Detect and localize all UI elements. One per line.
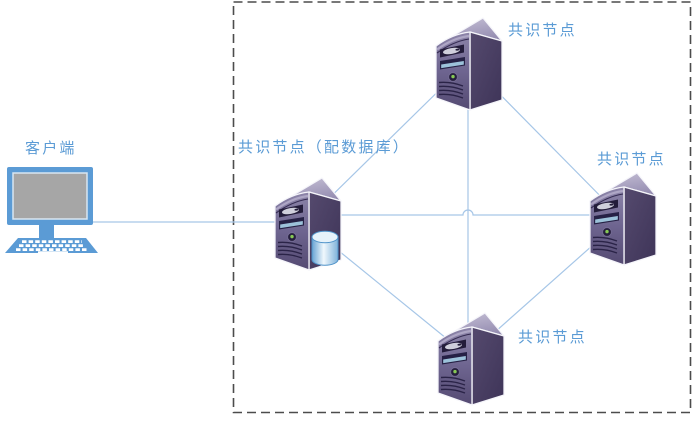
keyboard-keys: [16, 240, 88, 254]
node-right: 共识节点: [588, 151, 666, 267]
connection-left-right: [307, 209, 620, 216]
client-computer-icon: [5, 167, 98, 254]
monitor-screen: [12, 172, 88, 220]
server-icon: [436, 311, 506, 407]
monitor-stand: [39, 225, 54, 238]
node-right-label: 共识节点: [597, 151, 666, 168]
node-top-label: 共识节点: [508, 22, 577, 39]
node-left: 共识节点（配数据库）: [238, 139, 410, 272]
database-icon: [311, 230, 339, 266]
node-left-label: 共识节点（配数据库）: [238, 139, 410, 156]
server-icon: [588, 171, 658, 267]
keyboard-base: [5, 238, 98, 253]
node-bottom-label: 共识节点: [518, 329, 587, 346]
node-top: 共识节点: [434, 16, 577, 112]
server-icon: [434, 16, 504, 112]
connection-lines: [90, 60, 621, 357]
cluster-boundary: [232, 1, 692, 414]
client-label: 客户端: [25, 140, 77, 157]
node-bottom: 共识节点: [436, 311, 587, 407]
client-node: 客户端: [5, 140, 98, 254]
